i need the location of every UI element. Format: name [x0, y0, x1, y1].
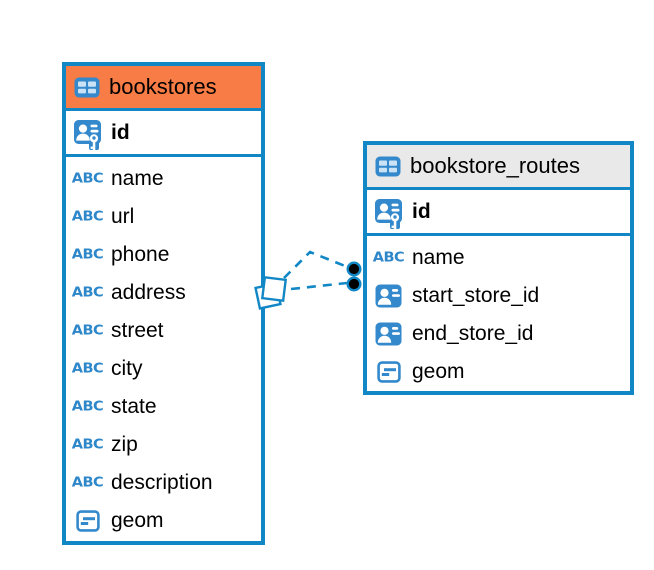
column-name: id [111, 120, 130, 144]
column-row-description[interactable]: ABC description [66, 464, 261, 502]
column-name: geom [111, 509, 164, 532]
text-type-icon: ABC [71, 209, 104, 225]
text-type-icon: ABC [71, 247, 104, 263]
column-name: street [111, 319, 164, 342]
table-header-bookstores[interactable]: bookstores [66, 66, 261, 111]
relationship-target-marker[interactable] [346, 261, 362, 292]
column-name: id [412, 199, 431, 223]
column-row-name[interactable]: ABC name [66, 160, 261, 198]
column-row-street[interactable]: ABC street [66, 312, 261, 350]
column-row-zip[interactable]: ABC zip [66, 426, 261, 464]
geometry-type-icon [370, 361, 407, 383]
table-title: bookstore_routes [410, 153, 580, 178]
column-name: start_store_id [412, 284, 540, 307]
column-row-phone[interactable]: ABC phone [66, 236, 261, 274]
column-name: geom [412, 360, 465, 383]
column-name: state [111, 395, 157, 418]
geometry-type-icon [69, 510, 106, 532]
column-row-geom[interactable]: geom [66, 502, 261, 540]
text-type-icon: ABC [372, 250, 405, 266]
relationship-line[interactable] [283, 250, 351, 279]
column-row-city[interactable]: ABC city [66, 350, 261, 388]
column-row-id[interactable]: id [66, 111, 261, 157]
text-type-icon: ABC [71, 475, 104, 491]
text-type-icon: ABC [71, 285, 104, 301]
table-columns: ABC name ABC url ABC phone ABC address A… [66, 157, 261, 540]
column-name: description [111, 471, 213, 494]
column-row-start-store-id[interactable]: start_store_id [367, 277, 630, 315]
text-type-icon: ABC [71, 323, 104, 339]
primary-key-icon [370, 193, 407, 231]
column-name: url [111, 205, 135, 228]
table-columns: ABC name start_store_id end_store_id geo… [367, 236, 630, 391]
text-type-icon: ABC [71, 437, 104, 453]
text-type-icon: ABC [71, 399, 104, 415]
column-name: phone [111, 243, 170, 266]
column-row-state[interactable]: ABC state [66, 388, 261, 426]
table-bookstores[interactable]: bookstores id ABC name ABC url ABC phone… [62, 62, 265, 545]
column-name: address [111, 281, 186, 304]
column-name: zip [111, 433, 138, 456]
column-name: end_store_id [412, 322, 534, 345]
column-name: name [111, 167, 164, 190]
table-header-bookstore-routes[interactable]: bookstore_routes [367, 145, 630, 190]
primary-key-icon [69, 114, 106, 152]
column-row-end-store-id[interactable]: end_store_id [367, 315, 630, 353]
table-title: bookstores [109, 74, 217, 99]
foreign-key-icon [370, 322, 407, 346]
foreign-key-icon [370, 284, 407, 308]
column-row-name[interactable]: ABC name [367, 239, 630, 277]
text-type-icon: ABC [71, 361, 104, 377]
text-type-icon: ABC [71, 171, 104, 187]
relationship-line[interactable] [290, 281, 348, 291]
column-row-address[interactable]: ABC address [66, 274, 261, 312]
column-row-geom[interactable]: geom [367, 353, 630, 391]
table-icon [373, 156, 403, 177]
column-name: city [111, 357, 143, 380]
column-row-url[interactable]: ABC url [66, 198, 261, 236]
table-icon [72, 77, 102, 98]
column-row-id[interactable]: id [367, 190, 630, 236]
table-bookstore-routes[interactable]: bookstore_routes id ABC name start_store… [363, 141, 634, 395]
column-name: name [412, 246, 465, 269]
